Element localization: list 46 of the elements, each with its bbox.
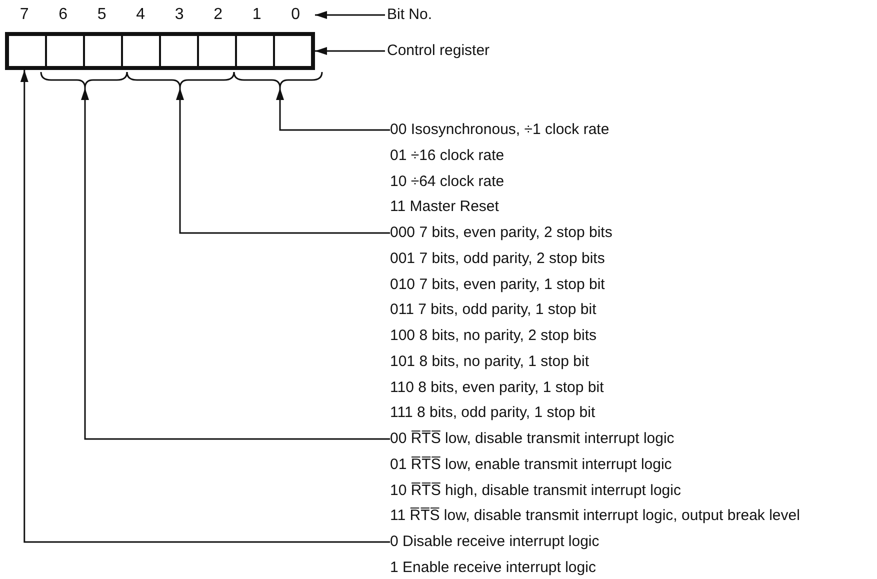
option-text: 01 ÷16 clock rate [390, 146, 506, 166]
bit-number: 2 [212, 6, 224, 24]
leader-arrow [20, 70, 390, 543]
bit-number: 1 [251, 6, 262, 24]
option-text: 010 7 bits, even parity, 1 stop bit [390, 274, 606, 295]
bit-number: 4 [135, 6, 146, 24]
bit-number: 0 [290, 6, 302, 24]
bit-number: 5 [96, 6, 108, 24]
option-text: 01 R̅T̅S̅ low, enable transmit interrupt logic [390, 454, 673, 475]
option-text: 00 R̅T̅S̅ low, disable transmit interrupt logic [390, 429, 676, 450]
bit-number: 6 [58, 6, 69, 24]
callout-text: Bit No. [387, 6, 432, 24]
bit-cell [236, 35, 274, 67]
arrow [315, 47, 385, 55]
option-text: 1 Enable receive interrupt logic [390, 558, 597, 578]
option-text: 001 7 bits, odd parity, 2 stop bits [390, 248, 606, 269]
bit-cell [46, 35, 84, 67]
bit-cell [8, 35, 46, 67]
option-text: 10 ÷64 clock rate [390, 172, 506, 192]
option-text: 111 8 bits, odd parity, 1 stop bit [390, 403, 596, 424]
option-text: 100 8 bits, no parity, 2 stop bits [390, 326, 598, 346]
bit-number: 7 [18, 6, 30, 24]
bit-cell [122, 35, 160, 67]
bit-cell [84, 35, 122, 67]
bit-cell [160, 35, 198, 67]
option-text: 110 8 bits, even parity, 1 stop bit [390, 378, 605, 398]
leader-arrow [176, 88, 390, 234]
curly-brace [234, 72, 322, 88]
leader-arrow [81, 88, 390, 440]
option-text: 101 8 bits, no parity, 1 stop bit [390, 352, 590, 372]
option-text: 00 Isosynchronous, ÷1 clock rate [390, 120, 610, 140]
bit-cell [274, 35, 312, 67]
option-text: 11 R̅T̅S̅ low, disable transmit interrupt logic, output break level [390, 506, 800, 526]
leader-arrow [276, 88, 390, 131]
option-text: 11 Master Reset [390, 197, 500, 218]
option-text: 0 Disable receive interrupt logic [390, 532, 600, 552]
register-box [5, 32, 315, 70]
option-text: 10 R̅T̅S̅ high, disable transmit interrupt logic [390, 480, 682, 501]
curly-brace [127, 72, 234, 88]
option-text: 011 7 bits, odd parity, 1 stop bit [390, 300, 598, 320]
option-text: 000 7 bits, even parity, 2 stop bits [390, 223, 612, 244]
bit-cell [198, 35, 236, 67]
callout-text: Control register [387, 42, 490, 60]
bit-number: 3 [174, 6, 185, 24]
curly-brace [41, 72, 127, 88]
leader-arrow [315, 11, 385, 19]
